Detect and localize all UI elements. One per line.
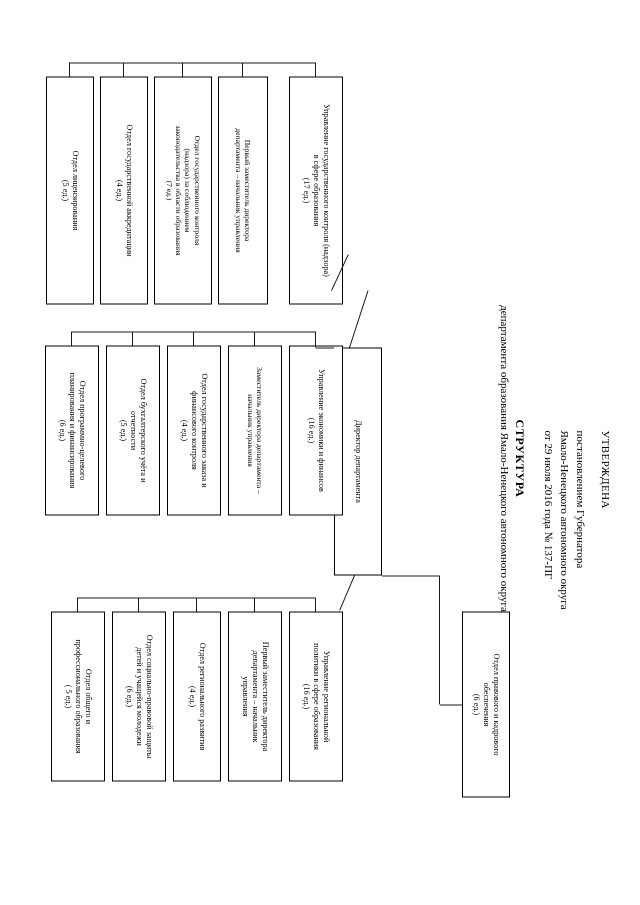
node-unit-general-professional-education-label: Отдел общего и профессионального образов…: [63, 638, 94, 754]
connector-root-to-branch1: [339, 574, 355, 610]
node-branch-state-control-head: Управление государственного контроля (на…: [289, 76, 343, 304]
approval-block: УТВЕРЖДЕНА постановлением Губернатора Ям…: [539, 430, 612, 760]
node-branch-economy-finance-head: Управление экономики и финансов (16 ед.): [289, 345, 343, 515]
connector-root-legal-hr-stub: [382, 575, 440, 576]
node-legal-hr-unit: Отдел правового и кадрового обеспечения …: [462, 611, 510, 797]
node-unit-program-planning-financing-label: Отдел программно-целевого планирования и…: [57, 372, 88, 488]
connector-branch3-to-chief: [242, 62, 243, 76]
node-branch-economy-finance-chief: Заместитель директора департамента – нач…: [228, 345, 282, 515]
node-unit-social-legal-protection-label: Отдел социально-правовой защиты детей и …: [124, 634, 155, 758]
connector-branch3-to-unit3: [69, 62, 70, 76]
connector-branch1-to-unit2: [138, 597, 139, 611]
node-branch-economy-finance-head-label: Управление экономики и финансов (16 ед.): [307, 368, 327, 492]
connector-root-to-legal-hr-v: [440, 704, 462, 705]
connector-branch2-to-unit2: [132, 331, 133, 345]
node-unit-licensing-label: Отдел лицензирования (5 ед.): [61, 150, 81, 230]
node-branch-economy-finance-chief-label: Заместитель директора департамента – нач…: [246, 366, 265, 494]
node-branch-state-control-chief-label: Первый заместитель директора департамент…: [234, 127, 253, 253]
connector-branch3-to-head: [315, 62, 316, 76]
approval-line-1: постановлением Губернатора: [574, 430, 587, 568]
node-branch-regional-policy-chief: Первый заместитель директора департамент…: [228, 611, 282, 781]
connector-branch1-to-unit1: [196, 597, 197, 611]
node-branch-regional-policy-chief-label: Первый заместитель директора департамент…: [240, 641, 271, 751]
connector-root-to-branch3: [349, 289, 369, 348]
node-unit-licensing: Отдел лицензирования (5 ед.): [46, 76, 94, 304]
connector-branch1-to-chief: [254, 597, 255, 611]
node-unit-regional-development: Отдел регионального развития (4 ед.): [173, 611, 221, 781]
node-unit-social-legal-protection: Отдел социально-правовой защиты детей и …: [112, 611, 166, 781]
connector-branch3-bus: [70, 62, 316, 63]
node-unit-supervision-compliance: Отдел государственного контроля (надзора…: [154, 76, 212, 304]
node-unit-accounting-reporting-label: Отдел бухгалтерского учёта и отчетности …: [118, 378, 149, 482]
node-unit-state-accreditation: Отдел государственной аккредитации (4 ед…: [100, 76, 148, 304]
node-legal-hr-label: Отдел правового и кадрового обеспечения …: [471, 653, 502, 755]
connector-root-to-branch2: [315, 331, 316, 347]
title-main: СТРУКТУРА: [513, 419, 527, 497]
node-branch-regional-policy-head: Управление региональной политики в сфере…: [289, 611, 343, 781]
connector-branch1-to-unit3: [77, 597, 78, 611]
connector-branch2-to-chief: [254, 331, 255, 345]
connector-branch2-to-unit1: [193, 331, 194, 345]
connector-branch1-bus: [78, 597, 316, 598]
connector-branch3-to-unit2: [123, 62, 124, 76]
connector-root-branch2-stub: [316, 347, 334, 348]
node-unit-program-planning-financing: Отдел программно-целевого планирования и…: [45, 345, 99, 515]
node-unit-accounting-reporting: Отдел бухгалтерского учёта и отчетности …: [106, 345, 160, 515]
node-unit-supervision-compliance-label: Отдел государственного контроля (надзора…: [164, 124, 202, 256]
node-branch-regional-policy-head-label: Управление региональной политики в сфере…: [301, 642, 332, 750]
node-unit-general-professional-education: Отдел общего и профессионального образов…: [51, 611, 105, 781]
connector-branch1-to-head: [315, 597, 316, 611]
node-director-label: Директор департамента: [354, 419, 364, 503]
approval-line-3: от 29 июля 2016 года № 137-ПГ: [542, 430, 555, 579]
node-unit-regional-development-label: Отдел регионального развития (4 ед.): [188, 642, 208, 750]
node-unit-state-accreditation-label: Отдел государственной аккредитации (4 ед…: [115, 124, 135, 256]
connector-branch2-to-unit3: [71, 331, 72, 345]
approval-line-2: Ямало-Ненецкого автономного округа: [558, 430, 571, 610]
connector-root-to-legal-hr-h: [439, 575, 440, 704]
approval-heading: УТВЕРЖДЕНА: [599, 430, 611, 509]
node-unit-state-order-financial-control-label: Отдел государственного заказа и финансов…: [179, 372, 210, 488]
node-branch-state-control-head-label: Управление государственного контроля (на…: [301, 103, 332, 277]
node-branch-state-control-chief: Первый заместитель директора департамент…: [218, 76, 268, 304]
connector-branch2-bus: [72, 331, 316, 332]
node-unit-state-order-financial-control: Отдел государственного заказа и финансов…: [167, 345, 221, 515]
connector-branch3-to-unit1: [182, 62, 183, 76]
